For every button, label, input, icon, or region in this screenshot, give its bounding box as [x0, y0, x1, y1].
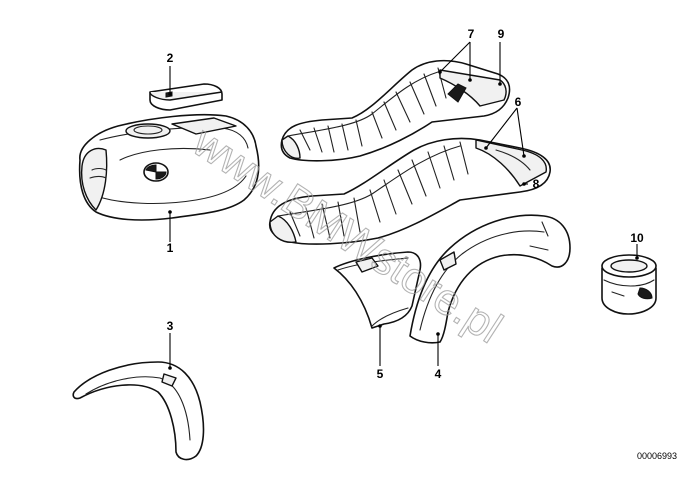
callout-1: 1 [167, 241, 174, 255]
leader-dot-4 [436, 332, 440, 336]
leader-7a [439, 41, 471, 73]
leader-dot-9 [498, 82, 502, 86]
leader-dot-6b [522, 154, 526, 158]
leader-6a [485, 107, 518, 149]
diagram-reference-number: 00006993 [637, 451, 677, 461]
leader-dot-6a [484, 146, 488, 150]
lower-seat[interactable] [268, 137, 551, 245]
leader-dot-2 [168, 92, 172, 96]
rear-fender-inner-panel[interactable] [333, 251, 422, 329]
rear-fender[interactable] [409, 214, 571, 344]
leader-dot-3 [168, 366, 172, 370]
paint-can[interactable] [601, 254, 657, 315]
callout-leaders [168, 41, 639, 370]
callout-9: 9 [498, 27, 505, 41]
leader-dot-10 [635, 256, 639, 260]
callout-8: 8 [533, 177, 540, 191]
callout-2: 2 [167, 51, 174, 65]
callout-3: 3 [167, 319, 174, 333]
leader-dot-1 [168, 210, 172, 214]
leader-dot-8 [522, 182, 526, 186]
leader-6b [516, 107, 525, 157]
callout-5: 5 [377, 367, 384, 381]
callout-7: 7 [468, 27, 475, 41]
callout-10: 10 [630, 231, 644, 245]
leader-dot-5 [378, 324, 382, 328]
callout-6: 6 [515, 95, 522, 109]
front-fender[interactable] [72, 361, 205, 461]
tank-cap-cover[interactable] [149, 83, 223, 111]
fuel-tank[interactable] [78, 113, 260, 221]
leader-dot-7b [468, 78, 472, 82]
leader-dot-7a [438, 70, 442, 74]
callout-labels: 1 2 3 4 5 6 7 8 9 10 [167, 27, 644, 381]
upper-seat[interactable] [280, 59, 511, 162]
callout-4: 4 [435, 367, 442, 381]
